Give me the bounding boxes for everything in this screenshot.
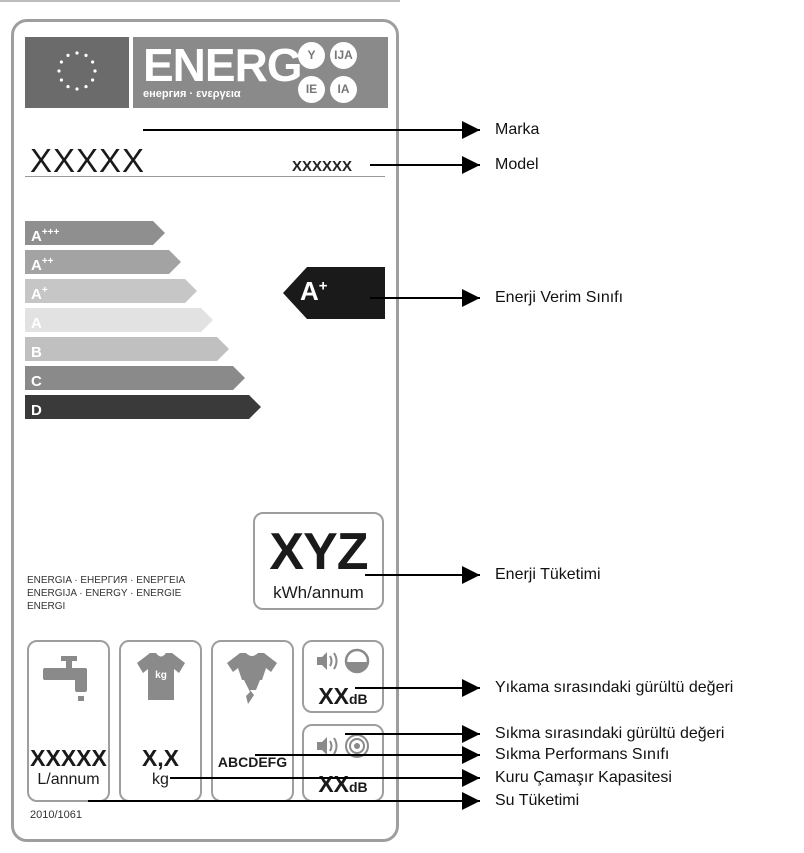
model-id: XXXXXX: [292, 158, 353, 175]
capacity-value: X,X: [141, 745, 180, 771]
energy-class-label: A: [31, 315, 42, 332]
spin-noise-value: XXdB: [318, 771, 368, 797]
regulation-number: 2010/1061: [30, 809, 82, 821]
callout-energy-consumption: Enerji Tüketimi: [495, 566, 601, 583]
energy-class-bar: D: [25, 395, 261, 419]
sound-wash-icon: [317, 648, 370, 674]
capacity-unit: kg: [152, 771, 169, 788]
eu-flag: [25, 37, 129, 108]
rating-pointer: [283, 267, 385, 319]
energy-class-label: A+++: [31, 227, 60, 245]
brand-divider: [25, 176, 385, 177]
tshirt-kg-icon: [137, 653, 185, 700]
energy-class-bar: A+++: [25, 221, 165, 245]
energy-consumption-value: XYZ: [269, 523, 368, 581]
wash-noise-value: XXdB: [318, 683, 368, 709]
rating-label: A+: [300, 276, 328, 306]
callout-water-consumption: Su Tüketimi: [495, 792, 580, 809]
eu-stars-icon: [57, 51, 97, 91]
circle-badge: IA: [330, 76, 357, 103]
water-value: XXXXX: [30, 745, 107, 771]
wash-noise-box: [302, 640, 384, 713]
energy-class-label: A+: [31, 285, 48, 303]
brand-name: XXXXX: [30, 142, 146, 179]
energy-class-bar: C: [25, 366, 245, 390]
circle-badge: IE: [298, 76, 325, 103]
spin-class-scale: ABCDEFG: [217, 754, 288, 770]
sound-spin-icon: [317, 734, 369, 758]
energy-class-label: A++: [31, 256, 54, 274]
callout-model: Model: [495, 156, 539, 173]
energy-class-bar: A: [25, 308, 213, 332]
circle-badge: IJA: [330, 42, 357, 69]
callout-wash-noise: Yıkama sırasındaki gürültü değeri: [495, 679, 734, 696]
circle-badge: Y: [298, 42, 325, 69]
top-rule: [0, 0, 400, 2]
banner-subtitle: енергия · ενεργεια: [143, 88, 241, 100]
spin-noise-box: [302, 724, 384, 802]
energy-consumption-unit: kWh/annum: [273, 583, 364, 602]
callout-spin-noise: Sıkma sırasındaki gürültü değeri: [495, 725, 725, 742]
energy-class-bar: A++: [25, 250, 181, 274]
banner-title: ENERG: [143, 39, 303, 91]
tshirt-kg-text: kg: [155, 670, 167, 681]
callout-brand: Marka: [495, 121, 540, 138]
callout-energy-class: Enerji Verim Sınıfı: [495, 289, 624, 306]
callout-spin-performance: Sıkma Performans Sınıfı: [495, 746, 670, 763]
energy-class-label: D: [31, 402, 42, 419]
energy-class-label: C: [31, 373, 42, 390]
energia-text: ENERGIA · ЕНЕРГИЯ · ΕΝΕΡΓΕΙΑ ENERGIJA · …: [27, 575, 186, 612]
spin-shirt-icon: [227, 653, 277, 704]
energy-class-label: B: [31, 344, 42, 361]
energy-consumption-box: [253, 512, 384, 610]
water-unit: L/annum: [37, 771, 100, 788]
energy-class-bar: A+: [25, 279, 197, 303]
water-tap-icon: [43, 656, 87, 701]
energy-class-bar: B: [25, 337, 229, 361]
callout-dry-capacity: Kuru Çamaşır Kapasitesi: [495, 769, 672, 786]
